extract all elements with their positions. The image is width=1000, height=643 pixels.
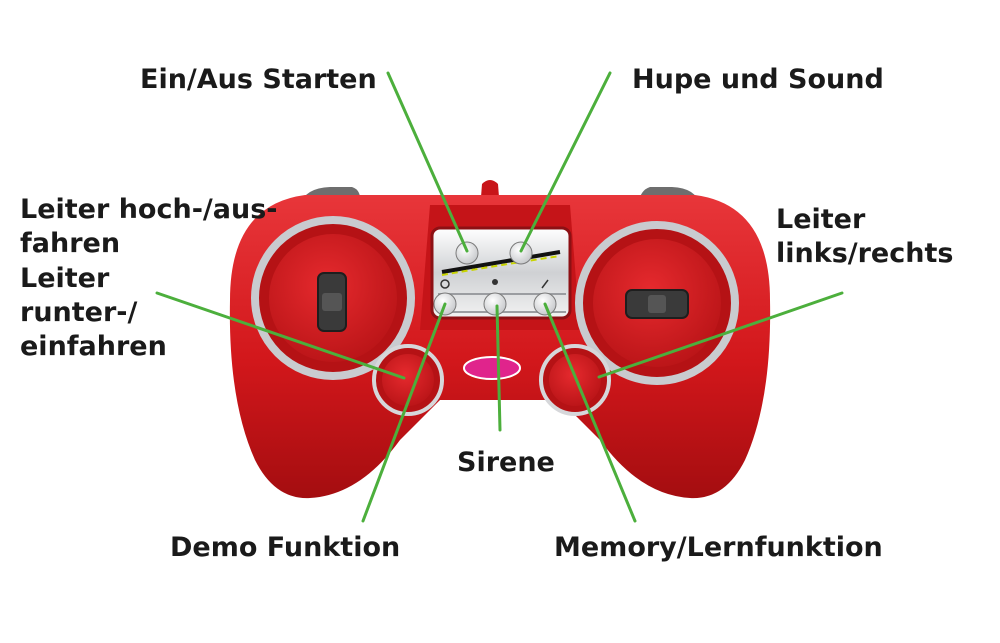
leader-ein-aus	[386, 71, 469, 253]
leader-lines	[155, 71, 844, 523]
label-leiter-runter-line1: Leiter	[20, 263, 110, 294]
label-hupe-und-sound: Hupe und Sound	[632, 64, 884, 95]
right-stick-grip	[648, 295, 666, 313]
leader-sirene	[495, 304, 502, 432]
leader-runter	[155, 291, 406, 380]
label-demo-funktion: Demo Funktion	[170, 532, 401, 563]
label-leiter-hoch-line1: Leiter hoch-/aus-	[20, 194, 278, 225]
power-start-button[interactable]	[455, 241, 479, 265]
left-stick-grip	[322, 293, 342, 311]
label-leiter-hoch-line2: fahren	[20, 228, 121, 259]
brand-logo	[463, 356, 521, 380]
panel-stripe-accent	[441, 255, 561, 276]
label-leiter-links-rechts: Leiter links/rechts	[776, 203, 953, 271]
label-leiter-runter-einfahren: Leiter runter-/ einfahren	[20, 262, 167, 364]
label-leiter-links-rechts-line2: links/rechts	[776, 238, 954, 269]
leader-links-rechts	[597, 291, 844, 379]
label-leiter-hoch-ausfahren: Leiter hoch-/aus- fahren	[20, 193, 278, 261]
leader-memory	[543, 302, 637, 523]
panel-stripe	[441, 250, 561, 274]
siren-icon	[492, 279, 498, 285]
label-leiter-links-rechts-line1: Leiter	[776, 204, 866, 235]
label-memory-lernfunktion: Memory/Lernfunktion	[554, 532, 883, 563]
power-icon	[440, 279, 450, 289]
label-sirene: Sirene	[457, 447, 555, 478]
memory-icon	[541, 279, 549, 289]
leader-demo	[361, 302, 447, 523]
label-leiter-runter-line2: runter-/	[20, 297, 138, 328]
horn-sound-button[interactable]	[509, 241, 533, 265]
leader-hupe	[519, 71, 612, 253]
label-ein-aus-starten: Ein/Aus Starten	[140, 64, 377, 95]
siren-button[interactable]	[483, 292, 507, 316]
label-leiter-runter-line3: einfahren	[20, 331, 167, 362]
